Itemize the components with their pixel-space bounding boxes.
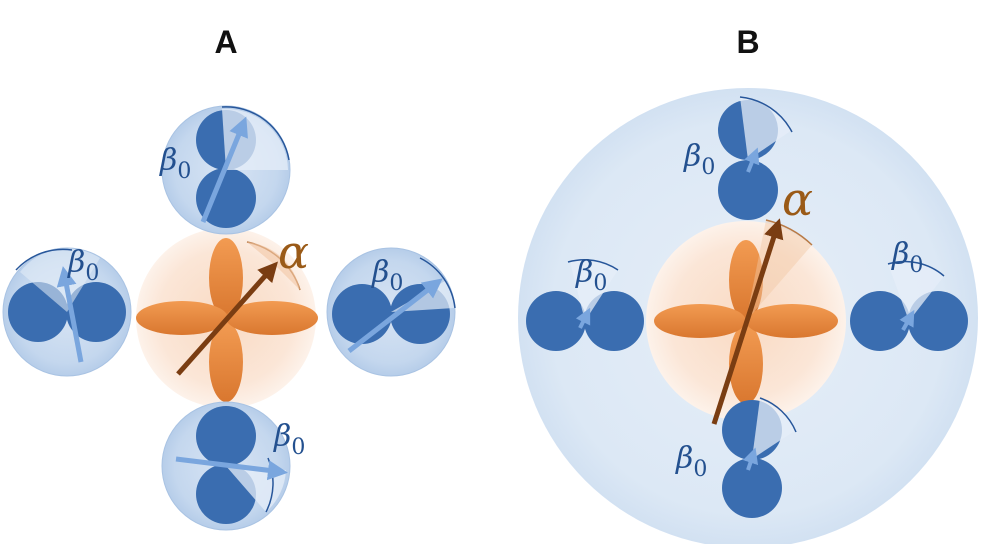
beta-cone [752, 398, 796, 459]
dimer-dipole-arrow [744, 147, 760, 173]
dimer-sphere [850, 291, 910, 351]
beta-cone [888, 261, 944, 321]
dimer-dipole-arrow [56, 266, 84, 363]
beta-arc [759, 397, 797, 433]
beta-label: β0 [67, 245, 99, 286]
panel-a-label: A [214, 24, 237, 60]
dimer-dipole-arrow [742, 447, 759, 471]
acceptor-lobe-bottom [209, 322, 243, 402]
panel-a-acceptor: α [136, 225, 318, 408]
dimer-dipole-arrow [175, 456, 288, 481]
beta-label: β0 [371, 255, 403, 296]
panel-a-dimer-top: β0 [159, 105, 291, 235]
dimer-sphere [908, 291, 968, 351]
panel-a-dimer-left: β0 [2, 245, 132, 377]
dimer-sphere [196, 406, 256, 466]
dimer-sphere [718, 160, 778, 220]
beta-label: β0 [575, 255, 607, 296]
panel-b-dimer-top: β0 [683, 96, 793, 220]
dimer-sphere [332, 284, 392, 344]
acceptor-dipole-arrow [176, 261, 278, 376]
alpha-wedge [247, 242, 300, 290]
dimer-dipole-arrow [575, 307, 591, 329]
dimer-sphere [66, 282, 126, 342]
panel-a: A α β0 [2, 24, 456, 531]
beta-arc [739, 96, 793, 133]
dimer-sphere [584, 291, 644, 351]
panel-b-dimer-left: β0 [526, 255, 644, 351]
dimer-sphere [722, 458, 782, 518]
alpha-label: α [278, 225, 309, 279]
acceptor-dipole-arrow [711, 218, 784, 425]
acceptor-lobe-right [226, 301, 318, 335]
beta-arc [419, 257, 456, 309]
dimer-dipole-arrow [899, 309, 915, 331]
alpha-label: α [782, 172, 813, 226]
beta-cone [740, 97, 792, 160]
panel-b: B α β0 [518, 24, 978, 544]
panel-b-acceptor: α [646, 172, 846, 425]
beta-cone [222, 108, 288, 170]
beta-cone [570, 260, 618, 321]
dimer-dipole-arrow [347, 278, 443, 353]
panel-b-dimer-right: β0 [850, 237, 968, 351]
panel-a-dimer-bottom: β0 [161, 401, 305, 531]
beta-label: β0 [675, 441, 707, 482]
alpha-wedge [746, 220, 812, 321]
acceptor-lobe-top [209, 238, 243, 318]
acceptor-lobe-left [136, 301, 228, 335]
beta-arc [567, 258, 619, 271]
beta-label: β0 [159, 143, 191, 184]
acceptor-lobe-left [654, 304, 746, 338]
panel-b-label: B [736, 24, 759, 60]
beta-label: β0 [273, 419, 305, 460]
panel-b-dimer-bottom: β0 [675, 397, 797, 518]
beta-arc [15, 248, 73, 271]
beta-arc [887, 260, 945, 277]
dimer-sphere [526, 291, 586, 351]
acceptor-lobe-right [746, 304, 838, 338]
beta-arc [221, 106, 290, 161]
beta-label: β0 [891, 237, 923, 278]
panel-a-dimer-right: β0 [326, 247, 456, 377]
dimer-sphere [196, 168, 256, 228]
dimer-dipole-arrow [200, 116, 248, 223]
beta-label: β0 [683, 139, 715, 180]
